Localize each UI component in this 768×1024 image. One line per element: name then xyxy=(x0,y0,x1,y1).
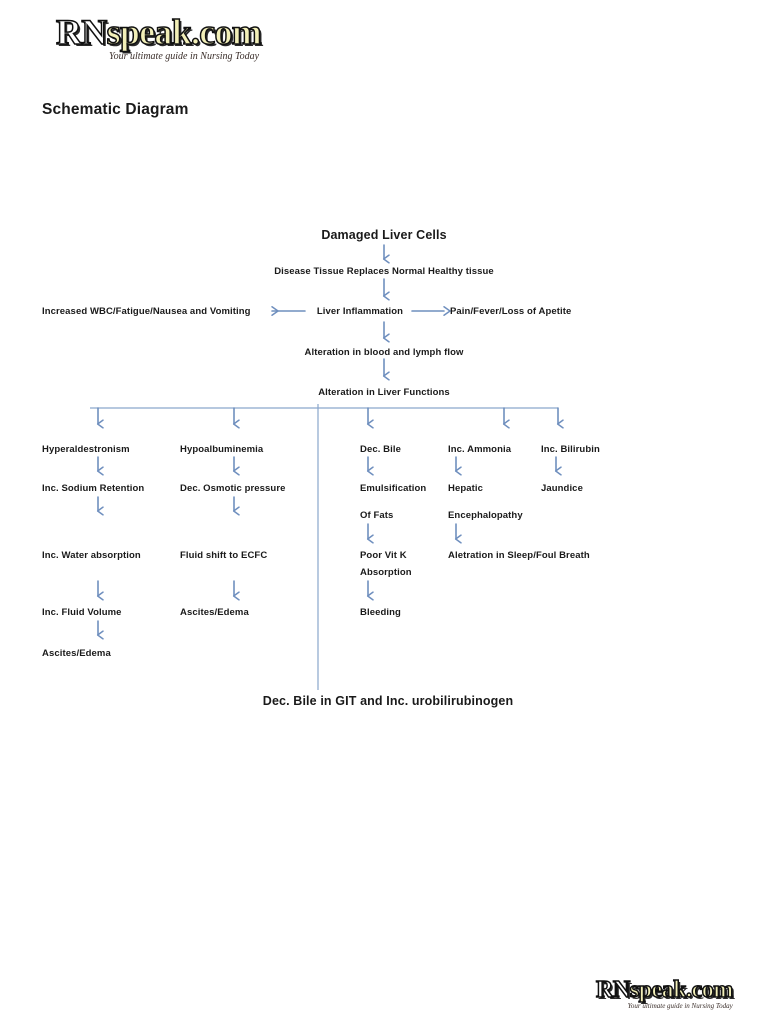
node-encephalopathy: Encephalopathy xyxy=(448,510,523,521)
node-alteration-blood-lymph: Alteration in blood and lymph flow xyxy=(304,347,464,358)
logo-tagline-footer: Your ultimate guide in Nursing Today xyxy=(627,1002,733,1010)
logo-tagline: Your ultimate guide in Nursing Today xyxy=(108,51,260,62)
node-ascites-edema-col2: Ascites/Edema xyxy=(180,607,249,618)
node-poor-vit-k: Poor Vit K xyxy=(360,550,407,561)
node-inc-fluid-volume: Inc. Fluid Volume xyxy=(42,607,122,618)
node-ascites-edema-col1: Ascites/Edema xyxy=(42,648,111,659)
node-inc-bilirubin: Inc. Bilirubin xyxy=(541,444,600,455)
node-dec-bile-git: Dec. Bile in GIT and Inc. urobilirubinog… xyxy=(262,694,514,708)
logo-wordmark-footer: RNspeak.com xyxy=(595,977,734,1003)
logo-text-rn-footer: RN xyxy=(595,977,631,1003)
node-emulsification: Emulsification xyxy=(360,483,427,494)
node-disease-tissue: Disease Tissue Replaces Normal Healthy t… xyxy=(274,266,494,277)
node-liver-inflammation: Liver Inflammation xyxy=(316,306,404,317)
node-hypoalbuminemia: Hypoalbuminemia xyxy=(180,444,264,455)
node-inc-ammonia: Inc. Ammonia xyxy=(448,444,512,455)
node-damaged-liver-cells: Damaged Liver Cells xyxy=(321,228,447,242)
logo-text-speak-footer: speak.com xyxy=(629,977,734,1003)
node-inc-sodium-retention: Inc. Sodium Retention xyxy=(42,483,145,494)
node-dec-osmotic-pressure: Dec. Osmotic pressure xyxy=(180,483,286,494)
page-title: Schematic Diagram xyxy=(42,101,189,118)
rnspeak-logo-header: RNspeak.com Your ultimate guide in Nursi… xyxy=(55,12,263,62)
node-dec-bile: Dec. Bile xyxy=(360,444,401,455)
node-alteration-liver-functions: Alteration in Liver Functions xyxy=(318,387,450,398)
node-jaundice: Jaundice xyxy=(541,483,583,494)
node-increased-wbc: Increased WBC/Fatigue/Nausea and Vomitin… xyxy=(42,306,251,317)
node-absorption: Absorption xyxy=(360,567,412,578)
node-of-fats: Of Fats xyxy=(360,510,394,521)
node-hepatic: Hepatic xyxy=(448,483,483,494)
node-inc-water-absorption: Inc. Water absorption xyxy=(42,550,141,561)
logo-text-speak: speak.com xyxy=(106,12,263,52)
rnspeak-logo-footer: RNspeak.com Your ultimate guide in Nursi… xyxy=(595,977,734,1010)
node-bleeding: Bleeding xyxy=(360,607,401,618)
node-pain-fever: Pain/Fever/Loss of Apetite xyxy=(450,306,572,317)
node-hyperaldestronism: Hyperaldestronism xyxy=(42,444,130,455)
node-alteration-sleep-foul-breath: Aletration in Sleep/Foul Breath xyxy=(448,550,590,561)
logo-wordmark: RNspeak.com xyxy=(55,12,263,52)
logo-text-rn: RN xyxy=(55,12,108,52)
node-fluid-shift-ecfc: Fluid shift to ECFC xyxy=(180,550,268,561)
